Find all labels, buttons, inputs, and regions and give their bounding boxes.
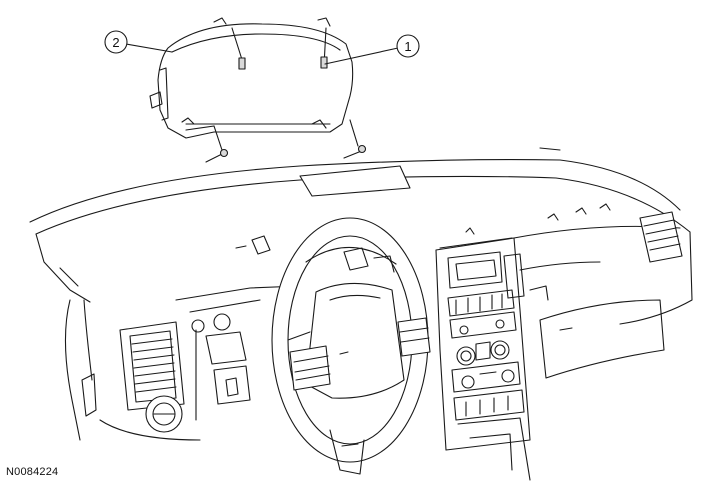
callout-1-label: 1 bbox=[404, 39, 411, 54]
steering-wheel bbox=[271, 217, 431, 475]
right-spoke-switches bbox=[397, 317, 431, 357]
callout-2-label: 2 bbox=[112, 35, 119, 50]
audio-controls bbox=[447, 289, 517, 339]
callout-1 bbox=[324, 34, 420, 65]
climate-knobs bbox=[456, 340, 510, 366]
instrument-panel-top bbox=[29, 147, 691, 235]
left-air-vent bbox=[129, 330, 177, 403]
callout-2 bbox=[104, 30, 173, 54]
left-spoke-switches bbox=[289, 345, 331, 391]
right-dash-section bbox=[513, 211, 693, 379]
instrument-cluster bbox=[149, 17, 367, 163]
left-dash-section bbox=[35, 233, 201, 441]
climate-controls bbox=[451, 361, 525, 421]
right-air-vent bbox=[639, 211, 683, 263]
figure-id: N0084224 bbox=[6, 466, 59, 478]
center-stack bbox=[435, 237, 531, 481]
radio-display bbox=[447, 251, 503, 289]
headlamp-switch bbox=[145, 395, 183, 433]
